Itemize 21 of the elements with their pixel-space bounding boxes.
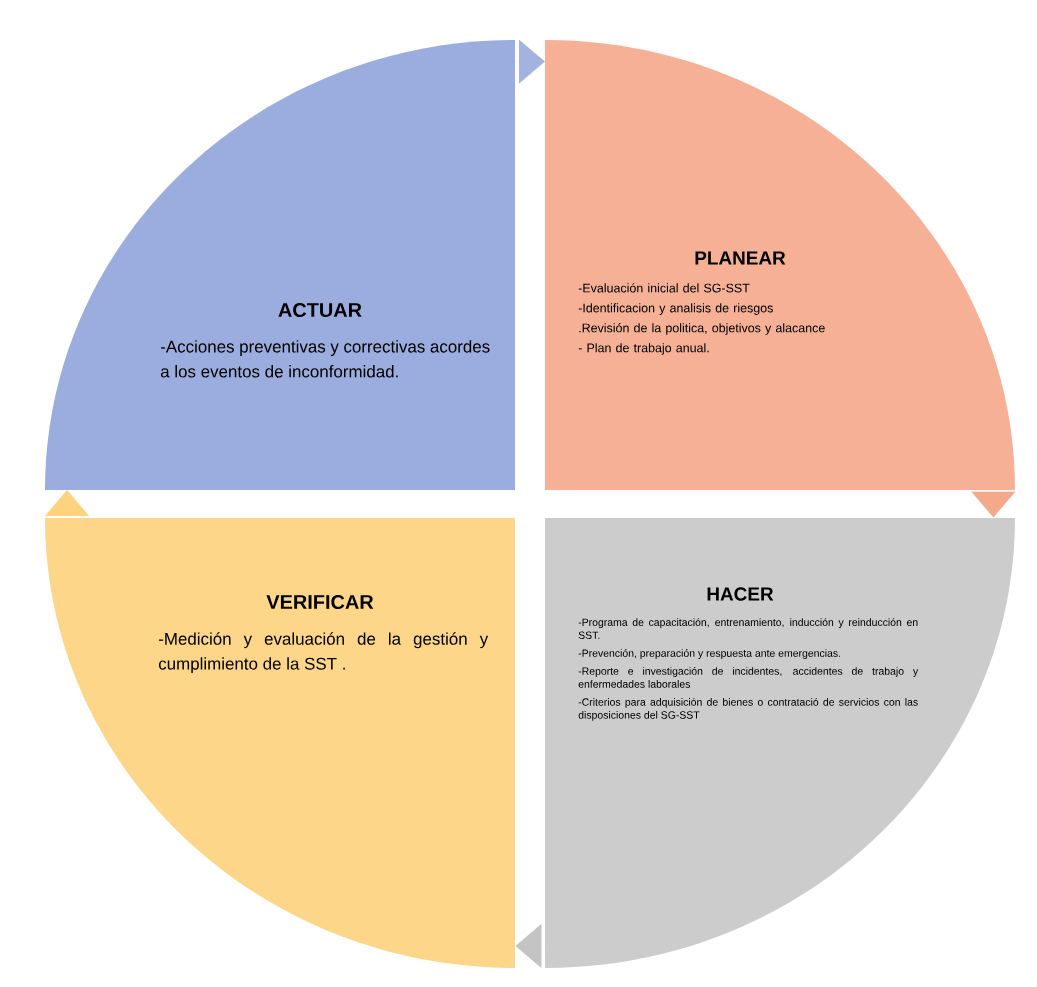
cycle-segment xyxy=(45,518,515,968)
bullet-text: -Evaluación inicial del SG-SST xyxy=(578,283,750,293)
bullet-text: .Revisión de la politica, objetivos y alacance xyxy=(579,323,825,335)
bullet-text: -Medición y evaluación de la gestión y cumplimiento de la SST . xyxy=(158,632,489,674)
arrow-head xyxy=(45,490,89,518)
arrow-head xyxy=(515,39,545,84)
bullet-text: -Acciones preventivas y correctivas acordes a los eventos de inconformidad. xyxy=(160,340,490,378)
bullet-text: -Criterios para adquisición de bienes o contratació de servicios con las disposiciones del SG-SST xyxy=(578,697,918,721)
cycle-segment xyxy=(545,40,1015,490)
bullet-text: -Prevención, preparación y respuesta ante emergencias. xyxy=(578,649,841,659)
bullet-text: -Reporte e investigación de incidentes, accidentes de trabajo y enfermedades laborales xyxy=(578,667,919,688)
arrow-head xyxy=(971,489,1016,518)
cycle-segment xyxy=(545,518,1015,968)
segment-heading: PLANEAR xyxy=(695,251,786,265)
bullet-text: - Plan de trabajo anual. xyxy=(578,343,709,355)
segment-heading: VERIFICAR xyxy=(266,594,374,610)
cycle-segment xyxy=(45,40,515,490)
bullet-text: -Programa de capacitación, entrenamiento, inducción y reinducción en SST. xyxy=(578,618,918,639)
bullet-text: -Identificacion y analisis de riesgos xyxy=(578,303,773,315)
segment-heading: ACTUAR xyxy=(278,302,362,318)
segment-heading: HACER xyxy=(707,587,774,601)
